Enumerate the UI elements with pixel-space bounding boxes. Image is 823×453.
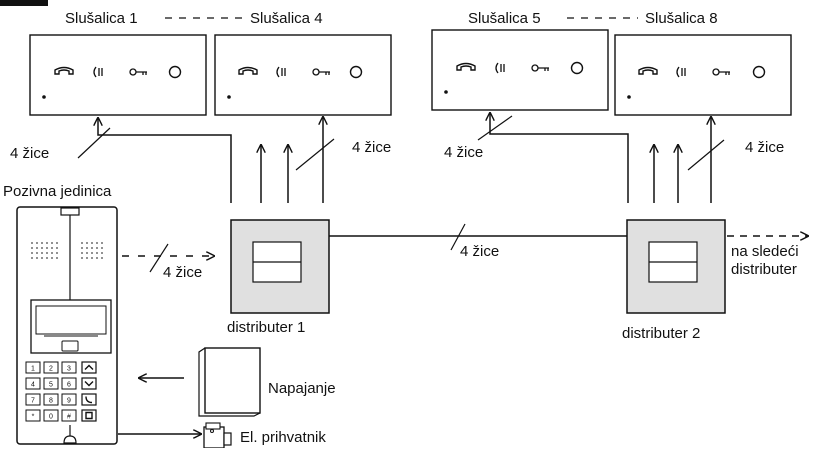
handset-icon [456, 62, 476, 71]
wire-label-door-unit: 4 žice [163, 264, 202, 281]
keypad-key: 4 [25, 377, 41, 390]
chevron-up-icon [81, 361, 97, 374]
wire-label-group-right: 4 žice [745, 139, 784, 156]
keypad-key: 6 [61, 377, 77, 390]
handset-5 [431, 29, 609, 111]
handset-1-label: Slušalica 1 [65, 10, 138, 27]
keypad-key: 5 [43, 377, 59, 390]
door-lock-label: El. prihvatnik [240, 429, 326, 446]
keypad-key: 9 [61, 393, 77, 406]
handset-8 [614, 34, 792, 116]
circle-button-icon [752, 65, 766, 79]
circle-button-icon [349, 65, 363, 79]
handset-icon [238, 66, 258, 75]
corner-tab [0, 0, 48, 6]
keypad-key-label: # [67, 414, 71, 421]
keypad-key-label: 8 [49, 398, 53, 405]
key-icon [312, 68, 330, 76]
key-icon [531, 64, 549, 72]
keypad-key-label: 1 [31, 366, 35, 373]
next-distributor-line2: distributer [731, 261, 797, 278]
distributor-1 [230, 219, 330, 314]
keypad-key-label: 2 [49, 366, 53, 373]
distributor-2-label: distributer 2 [622, 325, 700, 342]
keypad-key-label: 9 [67, 398, 71, 405]
power-supply-label: Napajanje [268, 380, 336, 397]
keypad-key-label: 6 [67, 382, 71, 389]
handset-icon [54, 66, 74, 75]
wires-distributor-1 [77, 117, 335, 203]
door-unit: 1 2 3 4 5 6 7 8 9 * 0 # [16, 206, 118, 445]
wires-distributor-2 [477, 113, 725, 203]
wire-label-handset-5: 4 žice [444, 144, 483, 161]
keypad-key: 1 [25, 361, 41, 374]
card-reader-icon [61, 340, 79, 352]
key-icon [129, 68, 147, 76]
phone-icon [81, 393, 97, 406]
keypad-key: 2 [43, 361, 59, 374]
speaker-icon [676, 66, 686, 78]
keypad-key: 3 [61, 361, 77, 374]
wire-label-group-left: 4 žice [352, 139, 391, 156]
chevron-down-icon [81, 377, 97, 390]
keypad-key-label: 3 [67, 366, 71, 373]
power-supply [198, 347, 261, 417]
contact-book-icon [81, 409, 97, 422]
key-icon [712, 68, 730, 76]
handset-1 [29, 34, 207, 116]
keypad-key: # [61, 409, 77, 422]
keypad: 1 2 3 4 5 6 7 8 9 * 0 # [25, 361, 97, 422]
keypad-key: 7 [25, 393, 41, 406]
keypad-key: 0 [43, 409, 59, 422]
handset-4-label: Slušalica 4 [250, 10, 323, 27]
distributor-1-label: distributer 1 [227, 319, 305, 336]
keypad-key: * [25, 409, 41, 422]
speaker-grille-left [31, 242, 58, 259]
handset-8-label: Slušalica 8 [645, 10, 718, 27]
circle-button-icon [570, 61, 584, 75]
speaker-icon [276, 66, 286, 78]
speaker-icon [495, 62, 505, 74]
door-lock [203, 422, 232, 449]
handset-icon [638, 66, 658, 75]
wire-label-bus: 4 žice [460, 243, 499, 260]
handset-5-label: Slušalica 5 [468, 10, 541, 27]
keypad-key-label: 0 [49, 414, 53, 421]
keypad-key-label: 5 [49, 382, 53, 389]
keypad-key-label: 4 [31, 382, 35, 389]
handset-4 [214, 34, 392, 116]
wire-label-handset-1: 4 žice [10, 145, 49, 162]
speaker-icon [93, 66, 103, 78]
distributor-2 [626, 219, 726, 314]
door-unit-label: Pozivna jedinica [3, 183, 112, 200]
keypad-key-label: 7 [31, 398, 35, 405]
next-distributor-line1: na sledeći [731, 243, 799, 260]
speaker-grille-right [81, 242, 103, 259]
keypad-key-label: * [32, 414, 35, 421]
keypad-key: 8 [43, 393, 59, 406]
circle-button-icon [168, 65, 182, 79]
